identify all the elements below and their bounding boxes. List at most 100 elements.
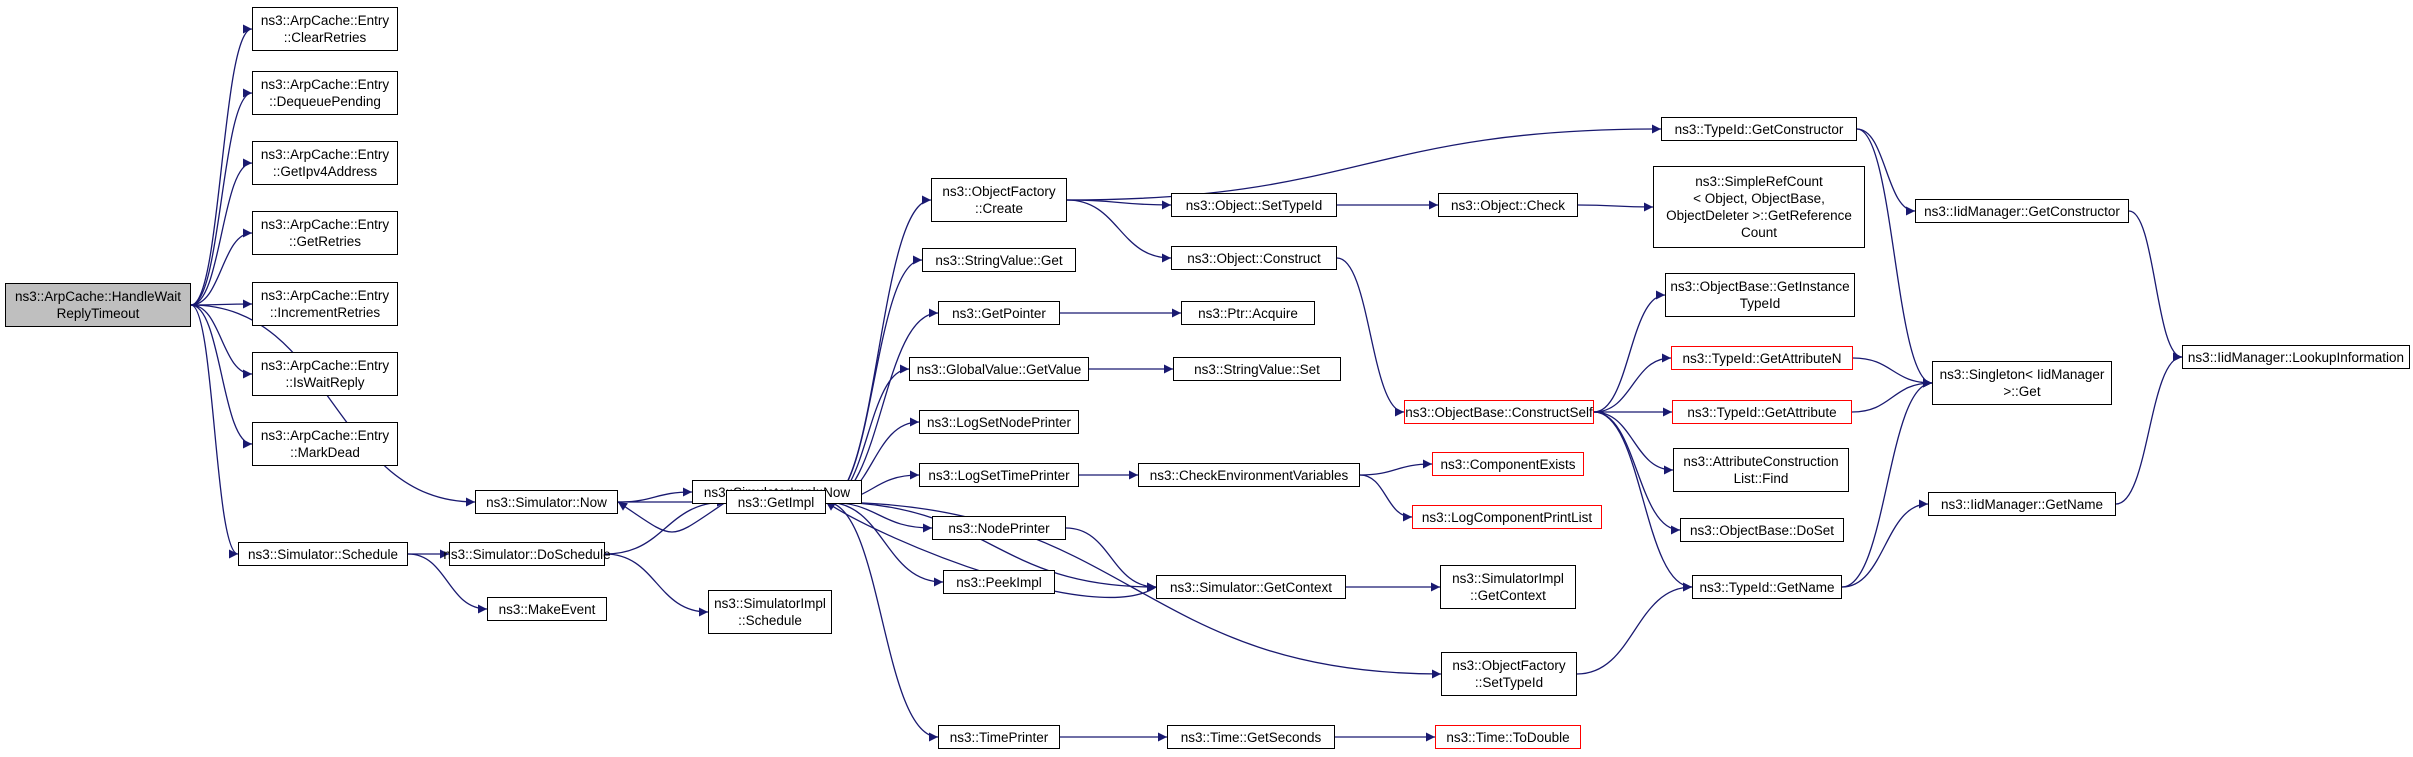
node-label-line: List::Find bbox=[1733, 471, 1789, 486]
edge-obconstructself-to-obgetinst bbox=[1593, 290, 1666, 413]
node-ns3-logsettimeprinter[interactable]: ns3::LogSetTimePrinter bbox=[919, 463, 1079, 487]
node-ns3-objectbase-doset[interactable]: ns3::ObjectBase::DoSet bbox=[1680, 518, 1844, 542]
node-ns3-time-getseconds[interactable]: ns3::Time::GetSeconds bbox=[1167, 725, 1335, 749]
node-label-line: ::IncrementRetries bbox=[269, 305, 381, 320]
node-label-line: ::GetIpv4Address bbox=[272, 164, 378, 179]
node-ns3-object-construct[interactable]: ns3::Object::Construct bbox=[1171, 246, 1337, 270]
node-label-line: TypeId bbox=[1739, 296, 1781, 311]
node-label-line: ::MarkDead bbox=[290, 445, 360, 460]
node-ns3-iidmanager-lookupinformation[interactable]: ns3::IidManager::LookupInformation bbox=[2182, 345, 2410, 369]
node-label-line: ns3::Object::Construct bbox=[1187, 250, 1321, 266]
node-label-line: ns3::Time::GetSeconds bbox=[1180, 729, 1322, 745]
node-ns3-makeevent[interactable]: ns3::MakeEvent bbox=[487, 597, 607, 621]
node-label-line: ns3::Time::ToDouble bbox=[1446, 729, 1570, 745]
node-ns3-ptr-acquire[interactable]: ns3::Ptr::Acquire bbox=[1181, 301, 1315, 325]
node-ns3-componentexists[interactable]: ns3::ComponentExists bbox=[1432, 452, 1584, 476]
node-ns3-arpcache-entry-clearretries[interactable]: ns3::ArpCache::Entry::ClearRetries bbox=[252, 7, 398, 51]
edge-ofcreate-to-tidgetctor bbox=[1066, 124, 1662, 201]
node-ns3-stringvalue-set[interactable]: ns3::StringValue::Set bbox=[1173, 357, 1341, 381]
edge-tidgetname-to-singleton bbox=[1841, 378, 1933, 588]
edge-obconstructself-to-obdoset bbox=[1593, 411, 1681, 535]
node-label-line: ns3::AttributeConstruction bbox=[1683, 454, 1839, 469]
node-label-line: ns3::StringValue::Get bbox=[935, 252, 1063, 268]
node-ns3-arpcache-entry-getipv4address[interactable]: ns3::ArpCache::Entry::GetIpv4Address bbox=[252, 141, 398, 185]
edge-tidgetctor-to-iidgetctor bbox=[1856, 128, 1916, 216]
edge-obconstructself-to-tidgetname bbox=[1593, 411, 1693, 592]
edge-iidgetname-to-iidlookup bbox=[2115, 352, 2183, 505]
node-ns3-checkenvironmentvariables[interactable]: ns3::CheckEnvironmentVariables bbox=[1138, 463, 1360, 487]
node-ns3-object-settypeid[interactable]: ns3::Object::SetTypeId bbox=[1171, 193, 1337, 217]
node-ns3-simplerefcount-object-objectbase-objectdeleter-getreference-count[interactable]: ns3::SimpleRefCount< Object, ObjectBase,… bbox=[1653, 166, 1865, 248]
node-ns3-object-check[interactable]: ns3::Object::Check bbox=[1438, 193, 1578, 217]
node-ns3-arpcache-entry-iswaitreply[interactable]: ns3::ArpCache::Entry::IsWaitReply bbox=[252, 352, 398, 396]
node-label-line: ns3::CheckEnvironmentVariables bbox=[1149, 467, 1349, 483]
node-label-line: ::DequeuePending bbox=[269, 94, 381, 109]
node-ns3-time-todouble[interactable]: ns3::Time::ToDouble bbox=[1435, 725, 1581, 749]
node-label-line: ::IsWaitReply bbox=[285, 375, 365, 390]
node-label-line: ns3::TypeId::GetName bbox=[1699, 579, 1835, 595]
node-ns3-singleton-iidmanager-get[interactable]: ns3::Singleton< IidManager>::Get bbox=[1932, 361, 2112, 405]
node-label-line: Count bbox=[1740, 225, 1778, 240]
node-ns3-objectfactory-settypeid[interactable]: ns3::ObjectFactory::SetTypeId bbox=[1441, 652, 1577, 696]
node-ns3-typeid-getattribute[interactable]: ns3::TypeId::GetAttribute bbox=[1672, 400, 1852, 424]
node-label-line: ns3::LogComponentPrintList bbox=[1421, 509, 1593, 525]
edge-root-to-iswr bbox=[190, 304, 253, 379]
edge-obconstructself-to-tidgetattrn bbox=[1593, 353, 1672, 413]
node-label-line: ns3::MakeEvent bbox=[498, 601, 596, 617]
node-label-line: ns3::TypeId::GetAttribute bbox=[1687, 404, 1837, 420]
node-label-line: ns3::ComponentExists bbox=[1440, 456, 1576, 472]
node-label-line: ns3::ObjectBase::DoSet bbox=[1689, 522, 1835, 538]
node-ns3-simulatorimpl-schedule[interactable]: ns3::SimulatorImpl::Schedule bbox=[708, 590, 832, 634]
node-label-line: ns3::GlobalValue::GetValue bbox=[916, 361, 1082, 377]
node-ns3-arpcache-entry-markdead[interactable]: ns3::ArpCache::Entry::MarkDead bbox=[252, 422, 398, 466]
edge-root-to-gip bbox=[190, 158, 253, 306]
node-ns3-getpointer[interactable]: ns3::GetPointer bbox=[938, 301, 1060, 325]
node-label-line: ns3::GetImpl bbox=[737, 494, 815, 510]
edge-root-to-clr bbox=[190, 24, 253, 306]
node-ns3-logsetnodeprinter[interactable]: ns3::LogSetNodePrinter bbox=[919, 410, 1079, 434]
node-ns3-simulator-getcontext[interactable]: ns3::Simulator::GetContext bbox=[1156, 575, 1346, 599]
node-label-line: ns3::ArpCache::Entry bbox=[260, 428, 390, 443]
node-ns3-iidmanager-getconstructor[interactable]: ns3::IidManager::GetConstructor bbox=[1915, 199, 2129, 223]
edge-getimpl-to-peekimpl bbox=[825, 501, 944, 587]
node-ns3-simulator-now[interactable]: ns3::Simulator::Now bbox=[475, 490, 618, 514]
edge-iidgetctor-to-iidlookup bbox=[2128, 210, 2183, 362]
node-label-line: ns3::SimulatorImpl bbox=[1452, 571, 1564, 586]
edge-checkenv-to-compexists bbox=[1359, 459, 1433, 476]
node-label-line: ::GetContext bbox=[1470, 588, 1546, 603]
node-ns3-globalvalue-getvalue[interactable]: ns3::GlobalValue::GetValue bbox=[909, 357, 1089, 381]
node-ns3-simulator-schedule[interactable]: ns3::Simulator::Schedule bbox=[238, 542, 408, 566]
node-ns3-typeid-getattributen[interactable]: ns3::TypeId::GetAttributeN bbox=[1671, 346, 1853, 370]
node-label-line: ns3::Simulator::GetContext bbox=[1169, 579, 1333, 595]
node-ns3-typeid-getconstructor[interactable]: ns3::TypeId::GetConstructor bbox=[1661, 117, 1857, 141]
node-ns3-iidmanager-getname[interactable]: ns3::IidManager::GetName bbox=[1928, 492, 2116, 516]
node-label-line: ns3::ObjectBase::ConstructSelf bbox=[1405, 404, 1593, 420]
node-ns3-simulator-doschedule[interactable]: ns3::Simulator::DoSchedule bbox=[443, 542, 611, 566]
node-label-line: ns3::PeekImpl bbox=[956, 574, 1042, 590]
node-label-line: ns3::ObjectFactory bbox=[942, 184, 1056, 199]
node-label-line: ns3::Object::Check bbox=[1450, 197, 1566, 213]
node-ns3-getimpl[interactable]: ns3::GetImpl bbox=[726, 490, 826, 514]
node-ns3-simulatorimpl-getcontext[interactable]: ns3::SimulatorImpl::GetContext bbox=[1440, 565, 1576, 609]
node-ns3-logcomponentprintlist[interactable]: ns3::LogComponentPrintList bbox=[1412, 505, 1602, 529]
node-label-line: ::SetTypeId bbox=[1474, 675, 1544, 690]
node-ns3-typeid-getname[interactable]: ns3::TypeId::GetName bbox=[1692, 575, 1842, 599]
node-ns3-arpcache-entry-incrementretries[interactable]: ns3::ArpCache::Entry::IncrementRetries bbox=[252, 282, 398, 326]
node-ns3-objectbase-constructself[interactable]: ns3::ObjectBase::ConstructSelf bbox=[1404, 400, 1594, 424]
edge-getimpl-to-strget bbox=[825, 255, 923, 503]
node-ns3-peekimpl[interactable]: ns3::PeekImpl bbox=[943, 570, 1055, 594]
node-ns3-objectfactory-create[interactable]: ns3::ObjectFactory::Create bbox=[931, 178, 1067, 222]
node-label-line: ::Create bbox=[974, 201, 1024, 216]
edge-root-to-mdead bbox=[190, 304, 253, 449]
node-ns3-timeprinter[interactable]: ns3::TimePrinter bbox=[938, 725, 1060, 749]
node-label-line: ns3::Singleton< IidManager bbox=[1939, 367, 2105, 382]
node-label-line: ns3::ArpCache::Entry bbox=[260, 358, 390, 373]
node-ns3-arpcache-entry-dequeuepending[interactable]: ns3::ArpCache::Entry::DequeuePending bbox=[252, 71, 398, 115]
node-ns3-arpcache-entry-getretries[interactable]: ns3::ArpCache::Entry::GetRetries bbox=[252, 211, 398, 255]
node-ns3-stringvalue-get[interactable]: ns3::StringValue::Get bbox=[922, 248, 1076, 272]
node-ns3-nodeprinter[interactable]: ns3::NodePrinter bbox=[932, 516, 1066, 540]
node-label-line: ReplyTimeout bbox=[56, 306, 140, 321]
